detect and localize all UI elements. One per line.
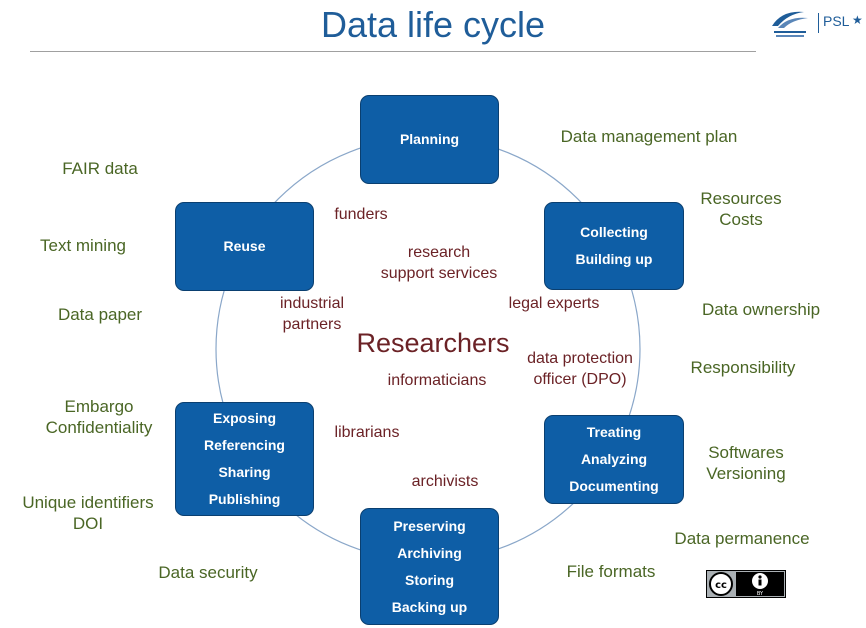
stage-planning[interactable]: Planning (360, 95, 499, 184)
stage-line: Storing (405, 571, 454, 588)
label-line: support services (380, 265, 498, 282)
topic-softwares-versioning: Softwares Versioning (694, 442, 798, 484)
svg-text:cc: cc (715, 580, 727, 591)
topic-responsibility: Responsibility (690, 358, 796, 377)
stage-line: Analyzing (580, 451, 648, 467)
star-icon: ★ (852, 13, 863, 27)
topic-embargo-confidentiality: Embargo Confidentiality (34, 396, 164, 438)
actor-dpo: data protection officer (DPO) (514, 348, 646, 390)
page-title: Data life cycle (320, 4, 546, 45)
stage-exposing[interactable]: Exposing Referencing Sharing Publishing (175, 402, 314, 516)
actor-industrial-partners: industrial partners (262, 293, 362, 335)
label-line: Softwares (708, 443, 784, 462)
label-line: Costs (719, 210, 763, 229)
institution-logo: PSL ★ (766, 6, 864, 40)
label-line: Unique identifiers (22, 493, 154, 512)
psl-logo-text: PSL (823, 13, 850, 29)
label-line: data protection (527, 350, 633, 367)
stage-line: Backing up (391, 598, 468, 615)
stage-line: Documenting (569, 478, 659, 494)
label-line: Resources (700, 189, 782, 208)
stage-line: Sharing (218, 464, 271, 480)
stage-line: Planning (399, 131, 460, 147)
label-line: partners (282, 316, 342, 333)
topic-unique-identifiers: Unique identifiers DOI (10, 492, 166, 534)
label-line: industrial (279, 295, 345, 312)
stage-line: Archiving (397, 544, 462, 561)
label-line: Embargo (64, 397, 134, 416)
stage-line: Preserving (393, 517, 466, 534)
actor-archivists: archivists (411, 473, 479, 490)
stage-line: Treating (586, 424, 642, 440)
stage-collecting[interactable]: Collecting Building up (544, 202, 684, 290)
stage-line: Reuse (223, 238, 266, 254)
actor-informaticians: informaticians (387, 372, 487, 389)
topic-data-management-plan: Data management plan (560, 127, 738, 146)
topic-data-paper: Data paper (57, 305, 143, 324)
label-line: Versioning (706, 464, 786, 483)
topic-resources-costs: Resources Costs (690, 188, 792, 230)
label-line: research (407, 244, 471, 261)
stage-line: Referencing (204, 437, 285, 453)
stage-reuse[interactable]: Reuse (175, 202, 314, 291)
topic-data-permanence: Data permanence (674, 529, 810, 548)
actor-funders: funders (334, 206, 388, 223)
stage-treating[interactable]: Treating Analyzing Documenting (544, 415, 684, 504)
mines-paristech-logo-icon (772, 11, 808, 37)
stage-line: Publishing (208, 491, 281, 507)
stage-preserving[interactable]: Preserving Archiving Storing Backing up (360, 508, 499, 625)
label-line: Confidentiality (45, 418, 153, 437)
label-line: officer (DPO) (533, 371, 627, 388)
topic-data-security: Data security (158, 563, 258, 582)
actor-research-support: research support services (364, 242, 514, 284)
topic-data-ownership: Data ownership (701, 300, 821, 319)
topic-fair-data: FAIR data (62, 159, 138, 178)
actor-librarians: librarians (334, 424, 400, 441)
label-line: DOI (72, 514, 104, 533)
stage-line: Building up (575, 251, 653, 267)
center-label-researchers: Researchers (356, 328, 510, 358)
logo-separator (818, 13, 819, 33)
stage-line: Collecting (580, 224, 648, 240)
actor-legal-experts: legal experts (508, 295, 600, 312)
cc-by-text: BY (757, 591, 764, 597)
cc-by-icon: cc BY (706, 570, 786, 598)
title-divider (30, 51, 756, 52)
stage-line: Exposing (212, 410, 276, 426)
topic-file-formats: File formats (566, 562, 656, 581)
topic-text-mining: Text mining (40, 236, 126, 255)
